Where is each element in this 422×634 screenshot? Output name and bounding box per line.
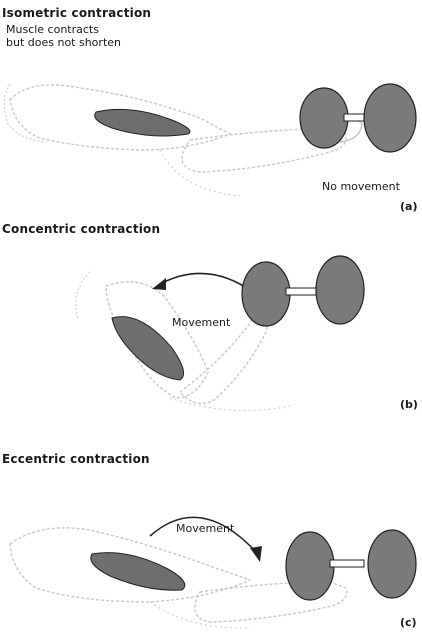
panel-letter-c: (c) xyxy=(400,616,417,629)
eccentric-arm-illustration xyxy=(0,452,422,634)
elbow-sketch xyxy=(170,398,290,411)
weight-plate-left xyxy=(300,88,348,148)
label-no-movement: No movement xyxy=(322,180,400,193)
movement-arrowhead xyxy=(152,278,166,290)
label-movement-concentric: Movement xyxy=(172,316,230,329)
weight-plate-right xyxy=(368,530,416,598)
biceps-muscle xyxy=(95,109,190,136)
panel-letter-b: (b) xyxy=(400,398,418,411)
weight-plate-right xyxy=(316,256,364,324)
panel-letter-a: (a) xyxy=(400,200,417,213)
panel-isometric: Isometric contraction Muscle contracts b… xyxy=(0,0,422,215)
label-movement-eccentric: Movement xyxy=(176,522,234,535)
weight-bar xyxy=(286,288,320,295)
weight-plate-right xyxy=(364,84,416,152)
weight-bar xyxy=(330,560,364,567)
elbow-sketch xyxy=(160,150,240,196)
panel-concentric: Concentric contraction Movement (b) xyxy=(0,222,422,422)
panel-eccentric: Eccentric contraction Movement (c) xyxy=(0,452,422,634)
shoulder-sketch xyxy=(76,272,90,318)
shoulder-sketch xyxy=(4,84,46,142)
elbow-sketch xyxy=(150,602,250,628)
movement-arrowhead xyxy=(250,546,262,562)
weight-plate-left xyxy=(242,262,290,326)
weight-plate-left xyxy=(286,532,334,600)
biceps-muscle xyxy=(91,553,185,591)
